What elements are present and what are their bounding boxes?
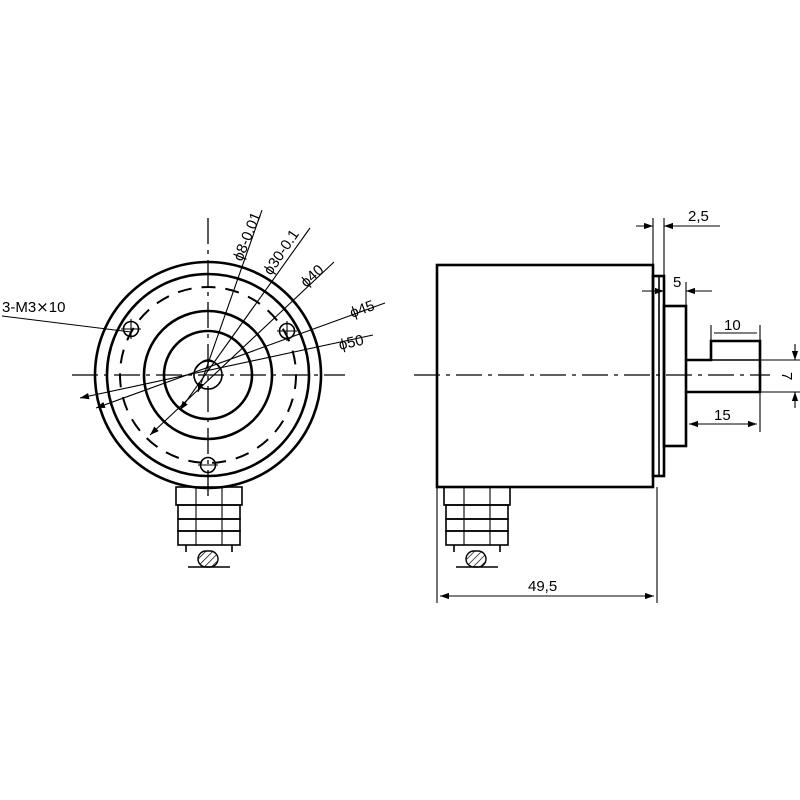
dim-shaft-length: 15	[714, 407, 731, 424]
dim-body-length: 49,5	[528, 578, 557, 595]
spigot-side	[662, 304, 688, 448]
dim-body-length-lines	[436, 487, 658, 603]
dim-spigot-depth-lines	[642, 282, 712, 306]
dim-mounting-holes: 3-M3⨯10	[2, 299, 65, 316]
encoder-body	[435, 263, 655, 489]
dim-mount-circle: ϕ40	[297, 262, 327, 291]
front-view: ϕ8-0.01 ϕ30-0.1 ϕ40 ϕ45 ϕ50 3-M3⨯10	[1, 209, 386, 568]
cable-gland-front	[175, 486, 243, 568]
shaft-side	[686, 339, 762, 394]
cable-section	[197, 550, 219, 568]
cable-gland-side	[443, 486, 511, 568]
flange-circle	[142, 309, 274, 441]
dim-shaft-length-lines	[689, 392, 761, 432]
dim-flange-diameter: ϕ45	[348, 297, 377, 322]
dim-flange-thickness-lines	[636, 218, 720, 276]
mount-circle-dashed	[119, 286, 297, 464]
mounting-hole-left	[121, 319, 141, 339]
dim-flat-width-lines	[760, 344, 800, 408]
cable-section-side	[465, 550, 487, 568]
dim-shaft-diameter: ϕ8-0.01	[230, 210, 265, 264]
front-dimension-lines	[1, 209, 386, 436]
dim-body-diameter: ϕ50	[337, 332, 365, 354]
shaft-flat	[195, 359, 221, 369]
body-outer-circle	[93, 260, 323, 490]
dim-flat-length-lines	[710, 325, 761, 341]
dim-flange-thickness: 2,5	[688, 208, 709, 225]
dim-spigot-depth: 5	[673, 274, 681, 291]
mounting-hole-bottom	[198, 456, 218, 474]
dim-flat-width: 7	[778, 372, 795, 380]
shaft-circle	[193, 360, 223, 390]
side-view: 2,5 5 10 7 15	[414, 208, 800, 603]
dim-spigot-diameter: ϕ30-0.1	[260, 227, 303, 279]
dim-flat-length: 10	[724, 317, 741, 334]
spigot-circle	[162, 329, 254, 421]
body-inner-circle	[105, 272, 311, 478]
